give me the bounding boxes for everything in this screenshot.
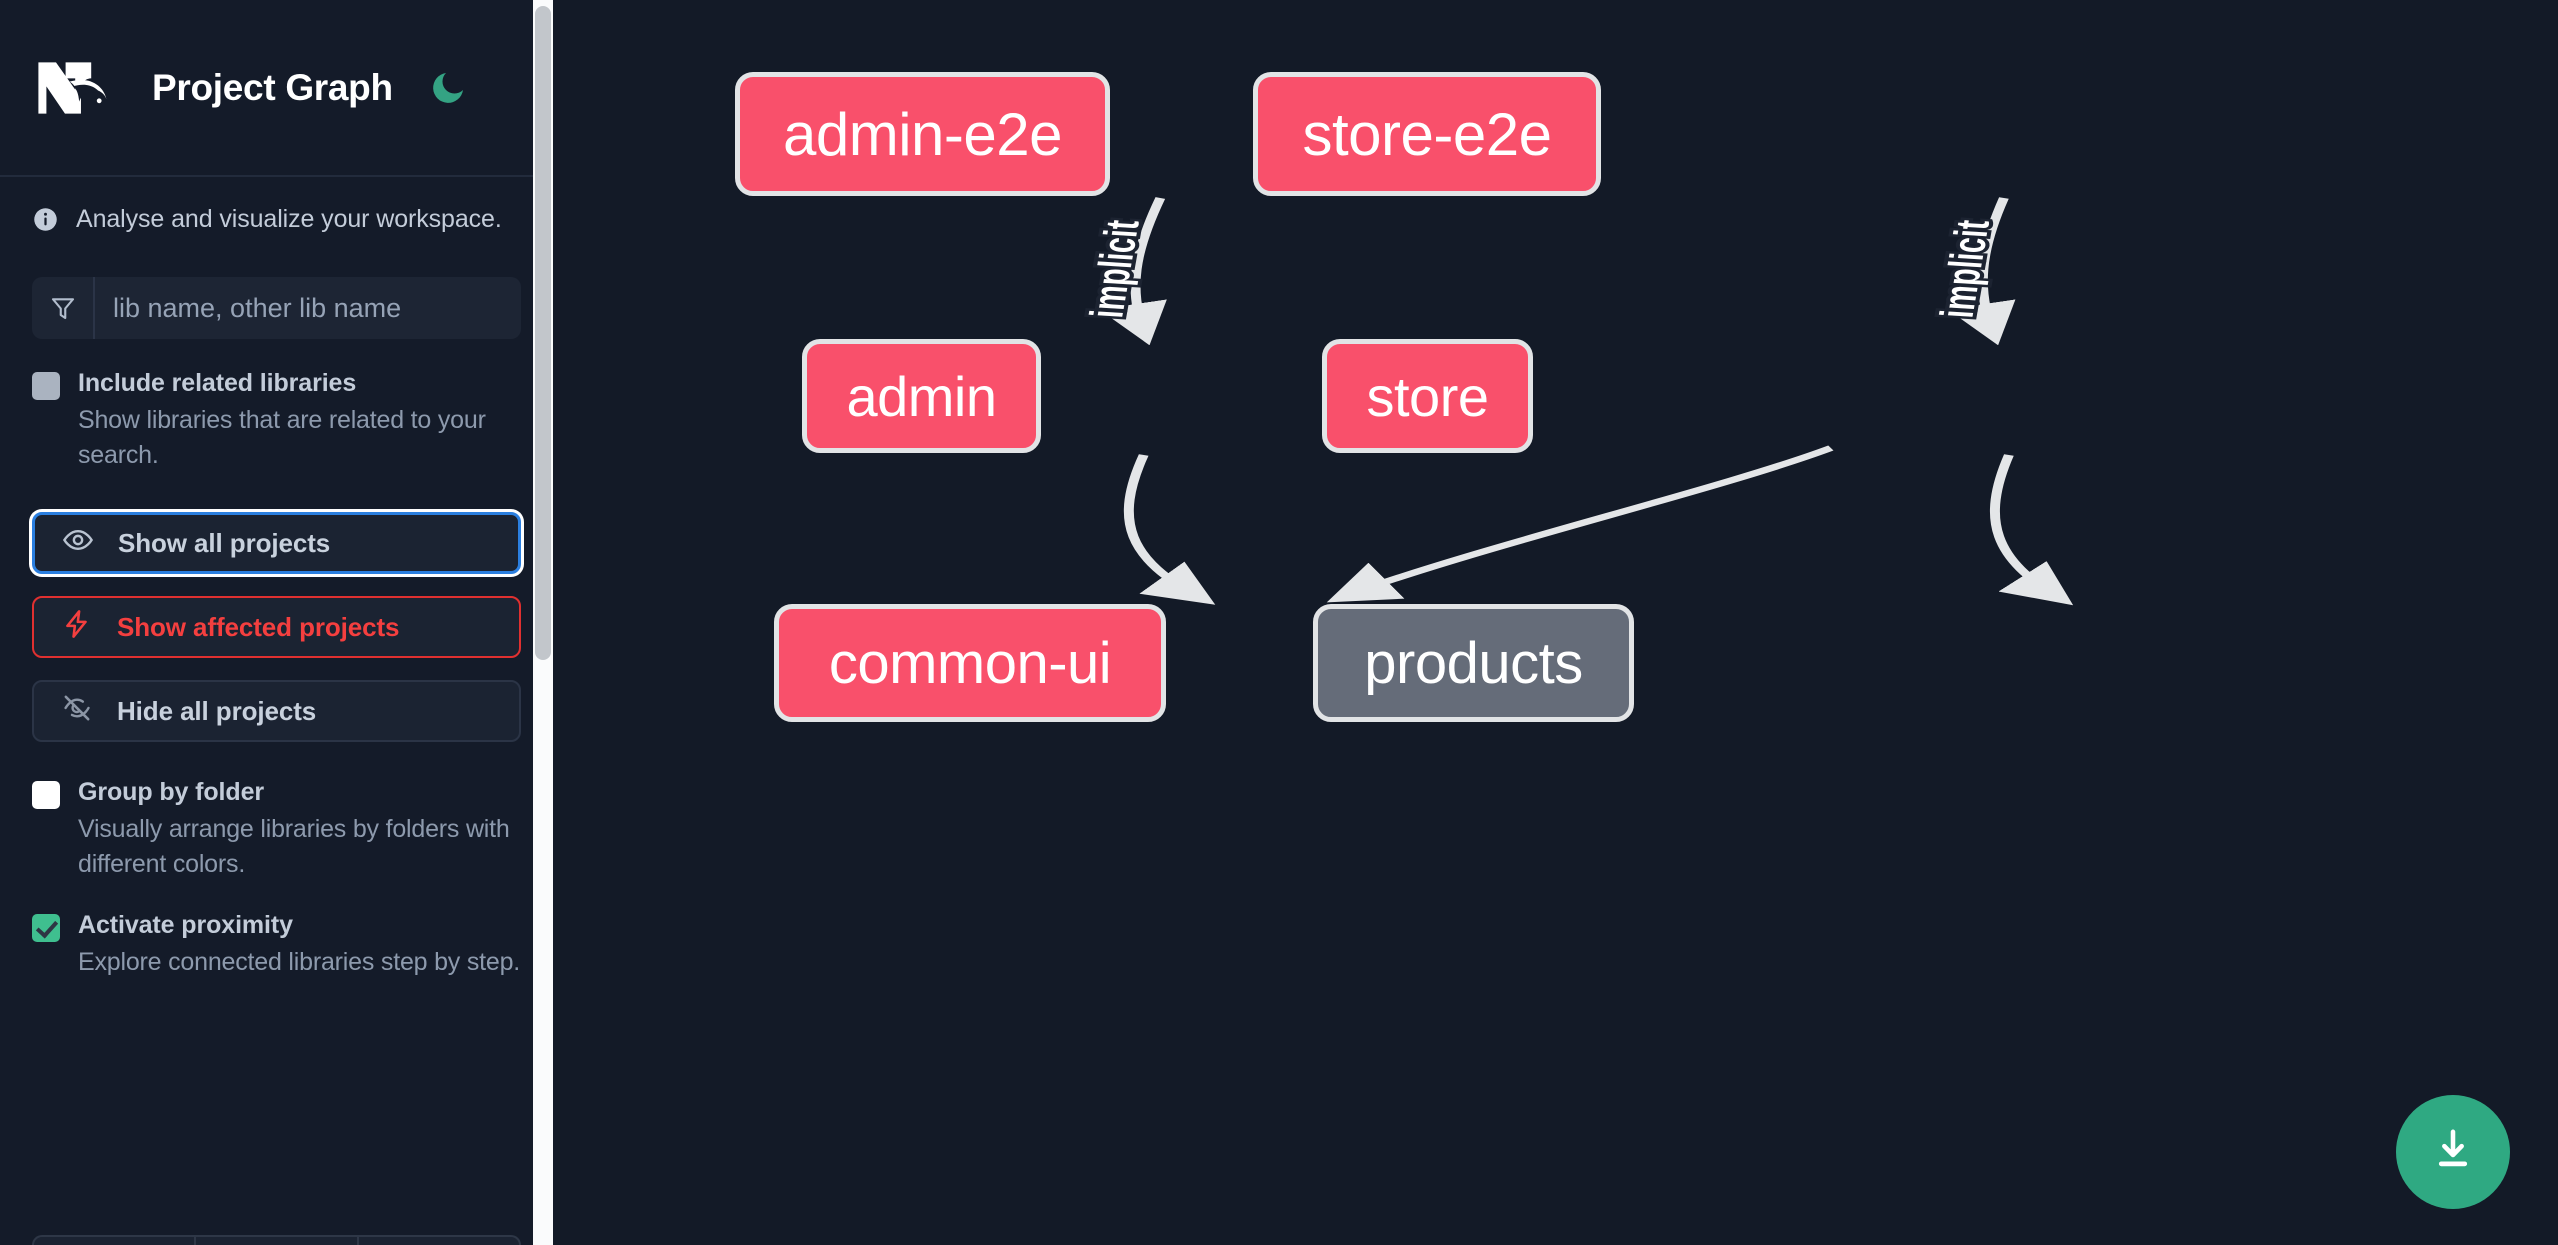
search-box[interactable] [32,277,521,339]
info-circle-icon [32,206,59,233]
proximity-step-increase[interactable] [359,1237,519,1245]
checkbox-group-by-folder-box[interactable] [32,781,60,809]
eye-icon [62,524,94,563]
edge-store-e2e-to-store [1947,197,2016,346]
graph-node-admin-label: admin [846,364,997,428]
edge-admin-to-common-ui [1123,454,1216,605]
sidebar-body: Analyse and visualize your workspace. In… [0,177,553,980]
graph-node-admin[interactable]: admin [802,339,1041,453]
lightning-bolt-icon [61,608,93,647]
sidebar-scrollbar-track[interactable] [533,0,553,1245]
graph-node-admin-e2e[interactable]: admin-e2e [735,72,1110,196]
checkbox-activate-proximity[interactable]: Activate proximity Explore connected lib… [32,909,521,980]
checkbox-group-by-folder[interactable]: Group by folder Visually arrange librari… [32,776,521,883]
checkbox-include-related-libraries-box[interactable] [32,372,60,400]
checkbox-activate-proximity-desc: Explore connected libraries step by step… [78,947,521,976]
nx-logo-icon [32,56,128,120]
graph-node-admin-e2e-label: admin-e2e [782,100,1063,168]
graph-node-store-label: store [1366,364,1490,428]
edge-admin-e2e-to-admin [1098,197,1167,346]
hide-all-projects-label: Hide all projects [117,695,317,726]
sidebar-header: Project Graph [0,0,553,177]
sidebar-scrollbar-thumb[interactable] [535,6,551,660]
checkbox-activate-proximity-box[interactable] [32,914,60,942]
proximity-step-decrease[interactable] [34,1237,197,1245]
show-affected-projects-label: Show affected projects [117,611,400,642]
hide-all-projects-button[interactable]: Hide all projects [32,680,521,742]
graph-node-products-label: products [1364,630,1583,696]
show-all-projects-label: Show all projects [118,527,331,558]
proximity-step-button-group[interactable] [32,1235,521,1245]
edge-store-to-products [1989,454,2074,606]
search-input[interactable] [95,277,521,339]
graph-canvas[interactable]: implicit implicit admin-e2e store-e2e ad… [553,0,2558,1245]
moon-icon[interactable] [425,65,471,111]
graph-node-store-e2e[interactable]: store-e2e [1253,72,1601,196]
checkbox-group-by-folder-desc: Visually arrange libraries by folders wi… [78,814,510,879]
sidebar: Project Graph Analyse and visualize your… [0,0,553,1245]
workspace-info-text: Analyse and visualize your workspace. [76,205,502,233]
show-affected-projects-button[interactable]: Show affected projects [32,596,521,658]
eye-slash-icon [61,692,93,731]
download-icon [2427,1124,2479,1181]
checkbox-include-related-libraries-desc: Show libraries that are related to your … [78,405,486,470]
edge-store-to-common-ui [1326,445,1834,603]
checkbox-group-by-folder-label: Group by folder [78,778,265,806]
show-all-projects-button[interactable]: Show all projects [32,512,521,574]
checkbox-include-related-libraries[interactable]: Include related libraries Show libraries… [32,367,521,474]
download-image-button[interactable] [2396,1095,2510,1209]
graph-node-store-e2e-label: store-e2e [1302,100,1552,168]
project-action-buttons: Show all projects Show affected projects [32,512,521,742]
proximity-step-value[interactable] [196,1237,359,1245]
graph-edges: implicit implicit [1078,197,2074,606]
checkbox-activate-proximity-label: Activate proximity [78,911,293,939]
graph-node-common-ui[interactable]: common-ui [774,604,1166,722]
graph-node-common-ui-label: common-ui [828,630,1112,696]
workspace-info: Analyse and visualize your workspace. [32,177,521,234]
filter-funnel-icon [32,277,95,339]
app-title: Project Graph [152,66,393,108]
graph-node-products[interactable]: products [1313,604,1634,722]
graph-node-store[interactable]: store [1322,339,1533,453]
checkbox-include-related-libraries-label: Include related libraries [78,369,357,397]
